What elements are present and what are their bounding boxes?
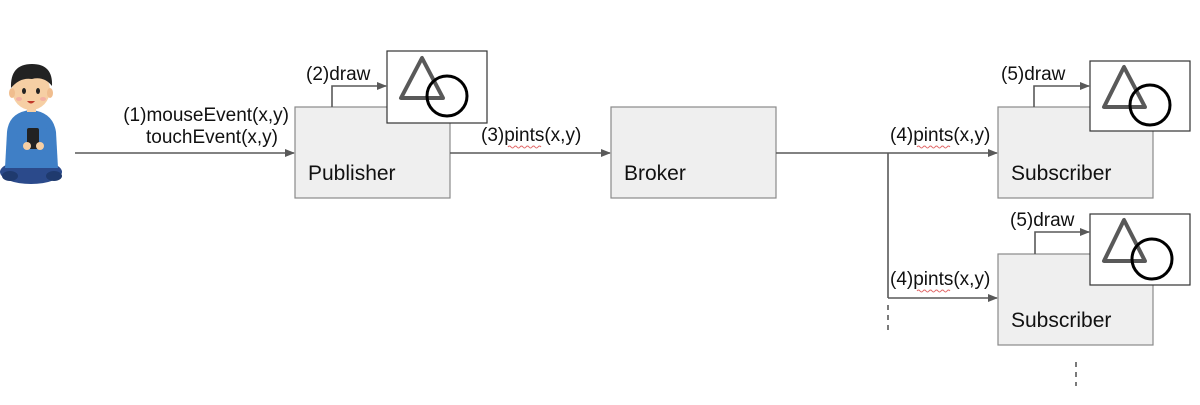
edge-label-mouse-event: (1)mouseEvent(x,y) bbox=[123, 105, 289, 126]
node-broker: Broker bbox=[610, 106, 777, 199]
edge-label-sub2-draw: (5)draw bbox=[1010, 210, 1075, 231]
node-label-broker: Broker bbox=[624, 162, 686, 185]
spellcheck-underline bbox=[916, 145, 951, 149]
edge-label-publisher-draw: (2)draw bbox=[306, 64, 371, 85]
edge-label-touch-event: touchEvent(x,y) bbox=[146, 127, 278, 148]
node-label-publisher: Publisher bbox=[308, 162, 396, 185]
edge-broker-fanout: (4)pints(x,y) (4)pints(x,y) bbox=[776, 125, 998, 335]
edge-label-deliver-sub2: (4)pints(x,y) bbox=[890, 269, 990, 290]
edge-label-publish-points: (3)pints(x,y) bbox=[481, 125, 581, 146]
spellcheck-underline bbox=[507, 145, 542, 149]
edge-publisher-to-broker: (3)pints(x,y) bbox=[450, 125, 611, 157]
edge-label-deliver-sub1: (4)pints(x,y) bbox=[890, 125, 990, 146]
edge-label-sub1-draw: (5)draw bbox=[1001, 64, 1066, 85]
edge-subscriber-2-draw: (5)draw bbox=[1010, 210, 1090, 254]
triangle-circle-canvas-icon bbox=[1089, 213, 1191, 286]
triangle-circle-canvas-icon bbox=[386, 50, 488, 124]
edge-publisher-draw: (2)draw bbox=[306, 64, 387, 107]
node-label-subscriber-1: Subscriber bbox=[1011, 162, 1111, 185]
edge-user-to-publisher: (1)mouseEvent(x,y) touchEvent(x,y) bbox=[75, 105, 295, 157]
node-label-subscriber-2: Subscriber bbox=[1011, 309, 1111, 332]
user-with-phone-icon bbox=[0, 64, 62, 184]
edge-subscriber-1-draw: (5)draw bbox=[1001, 64, 1090, 107]
spellcheck-underline bbox=[916, 289, 951, 293]
triangle-circle-canvas-icon bbox=[1089, 60, 1191, 132]
